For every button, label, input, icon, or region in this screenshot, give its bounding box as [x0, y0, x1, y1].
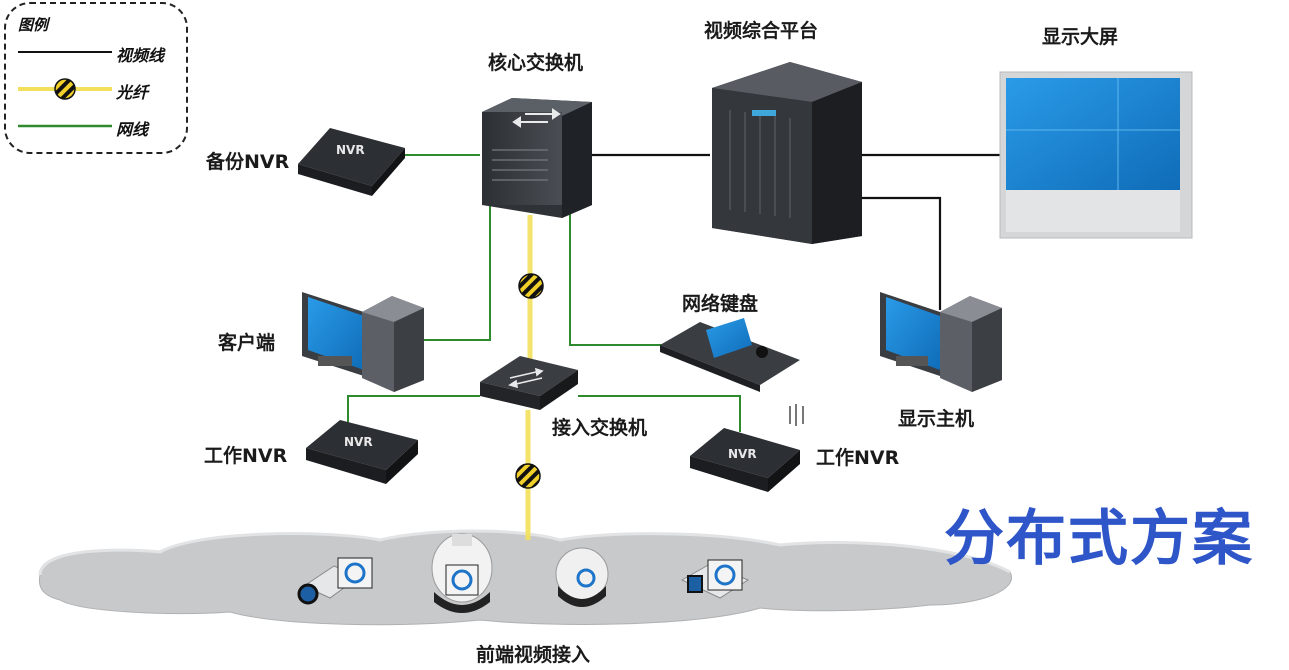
dome-camera [555, 547, 609, 607]
display-host-device [880, 292, 1002, 392]
core-switch-label: 核心交换机 [488, 52, 584, 74]
work-nvr-left-device: NVR [306, 420, 418, 484]
work-nvr-right-device-text: NVR [728, 447, 757, 461]
distributed-solution-title: 分布式方案 [944, 504, 1254, 574]
legend-fiber-label: 光纤 [116, 83, 149, 102]
network-keyboard-label: 网络键盘 [682, 293, 759, 315]
work-nvr-left-label: 工作NVR [204, 445, 288, 467]
speed-dome-camera [431, 533, 493, 613]
video-lines [592, 153, 1000, 310]
legend-fiber-marker [54, 78, 76, 100]
frontend-cloud [38, 529, 1013, 626]
box-camera [680, 559, 750, 599]
network-keyboard-device [660, 318, 800, 392]
work-nvr-left-device-text: NVR [344, 435, 373, 449]
backup-nvr-label: 备份NVR [206, 151, 290, 173]
legend-video-label: 视频线 [116, 46, 165, 65]
fiber-marker-lower [515, 463, 541, 489]
access-switch-label: 接入交换机 [552, 417, 648, 439]
bullet-camera [297, 557, 373, 605]
switch-arrows-icon [512, 108, 561, 128]
frontend-video-label: 前端视频接入 [476, 644, 591, 666]
video-platform-device [712, 62, 862, 244]
legend-network-label: 网线 [116, 120, 149, 139]
video-platform-label: 视频综合平台 [704, 20, 819, 42]
network-lines [347, 154, 741, 432]
legend-swatches [18, 51, 112, 128]
client-label: 客户端 [218, 332, 276, 354]
access-switch-device [480, 356, 578, 410]
small-mark [789, 404, 804, 426]
work-nvr-right-label: 工作NVR [816, 447, 900, 469]
core-switch-device [482, 98, 592, 218]
display-wall-device [999, 71, 1193, 239]
backup-nvr-device: NVR [298, 128, 405, 196]
fiber-marker-upper [518, 273, 544, 299]
display-wall-label: 显示大屏 [1042, 26, 1119, 48]
legend-title: 图例 [18, 16, 49, 34]
legend [4, 2, 188, 154]
work-nvr-right-device: NVR [690, 428, 800, 492]
client-pc-device [302, 292, 424, 392]
backup-nvr-device-text: NVR [336, 143, 365, 157]
display-host-label: 显示主机 [898, 408, 975, 430]
